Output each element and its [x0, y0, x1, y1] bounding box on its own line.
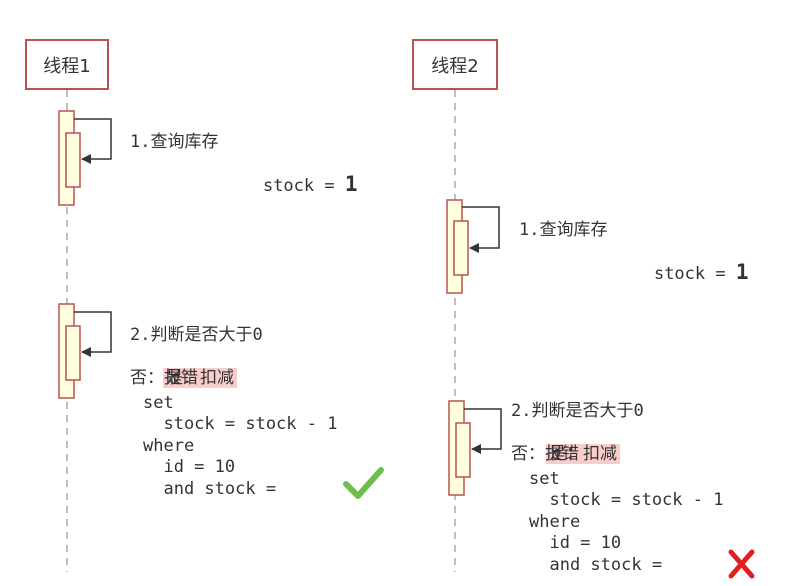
thread2-sql-line: where: [529, 512, 581, 532]
thread2-step1-activation-inner: [453, 220, 469, 276]
thread2-step2-activation-inner: [455, 422, 471, 478]
thread2-step1-stock-label: stock =: [653, 264, 736, 284]
thread1-step1-stock-label: stock =: [262, 176, 345, 196]
thread1-step2-title: 2.判断是否大于0: [130, 325, 263, 345]
thread2-step1-title: 1.查询库存: [519, 220, 608, 240]
thread2-sql-line: stock = stock - 1: [529, 490, 724, 510]
thread1-sql-line: and stock =: [143, 479, 287, 499]
cross-mark-icon: [728, 549, 755, 579]
thread1-step2-yes: 是：扣减: [122, 345, 237, 411]
thread1-sql-line: stock = stock - 1: [143, 414, 338, 434]
thread2-label: 线程2: [431, 55, 479, 77]
thread2-step1-self-arrow: [462, 206, 500, 253]
thread2-sql-line: set: [529, 469, 560, 489]
thread1-step2-yes-highlight: 是：扣减: [162, 368, 237, 388]
thread1-step1-stock-value: 1: [344, 172, 358, 196]
thread1-step1-stock: stock = 1: [222, 151, 358, 219]
thread1-step1-activation-inner: [65, 132, 81, 188]
thread1-step1-title: 1.查询库存: [130, 132, 219, 152]
thread2-step2-no: 否：报错: [511, 444, 579, 464]
thread2-step1-stock: stock = 1: [613, 239, 749, 307]
thread2-header: 线程2: [412, 39, 498, 90]
thread1-step2-self-arrow: [74, 311, 112, 357]
thread1-step2-activation-inner: [65, 325, 81, 381]
thread1-step2-no: 否：报错: [130, 368, 198, 388]
thread2-sql-line: id = 10: [529, 533, 622, 553]
thread2-sql-line: and stock =: [529, 555, 673, 575]
check-mark-icon: [343, 467, 384, 499]
thread1-label: 线程1: [43, 55, 91, 77]
thread2-step2-yes-highlight: 是：扣减: [545, 444, 620, 464]
thread2-step2-title: 2.判断是否大于0: [511, 401, 644, 421]
thread1-sql-line: set: [143, 393, 174, 413]
thread1-step1-self-arrow: [74, 118, 112, 164]
thread2-step2-yes: 是：扣减: [505, 421, 620, 487]
thread1-sql-line: where: [143, 436, 195, 456]
thread1-header: 线程1: [25, 39, 109, 90]
thread2-step2-self-arrow: [464, 408, 502, 454]
thread2-step1-stock-value: 1: [735, 260, 749, 284]
thread1-sql-line: id = 10: [143, 457, 236, 477]
